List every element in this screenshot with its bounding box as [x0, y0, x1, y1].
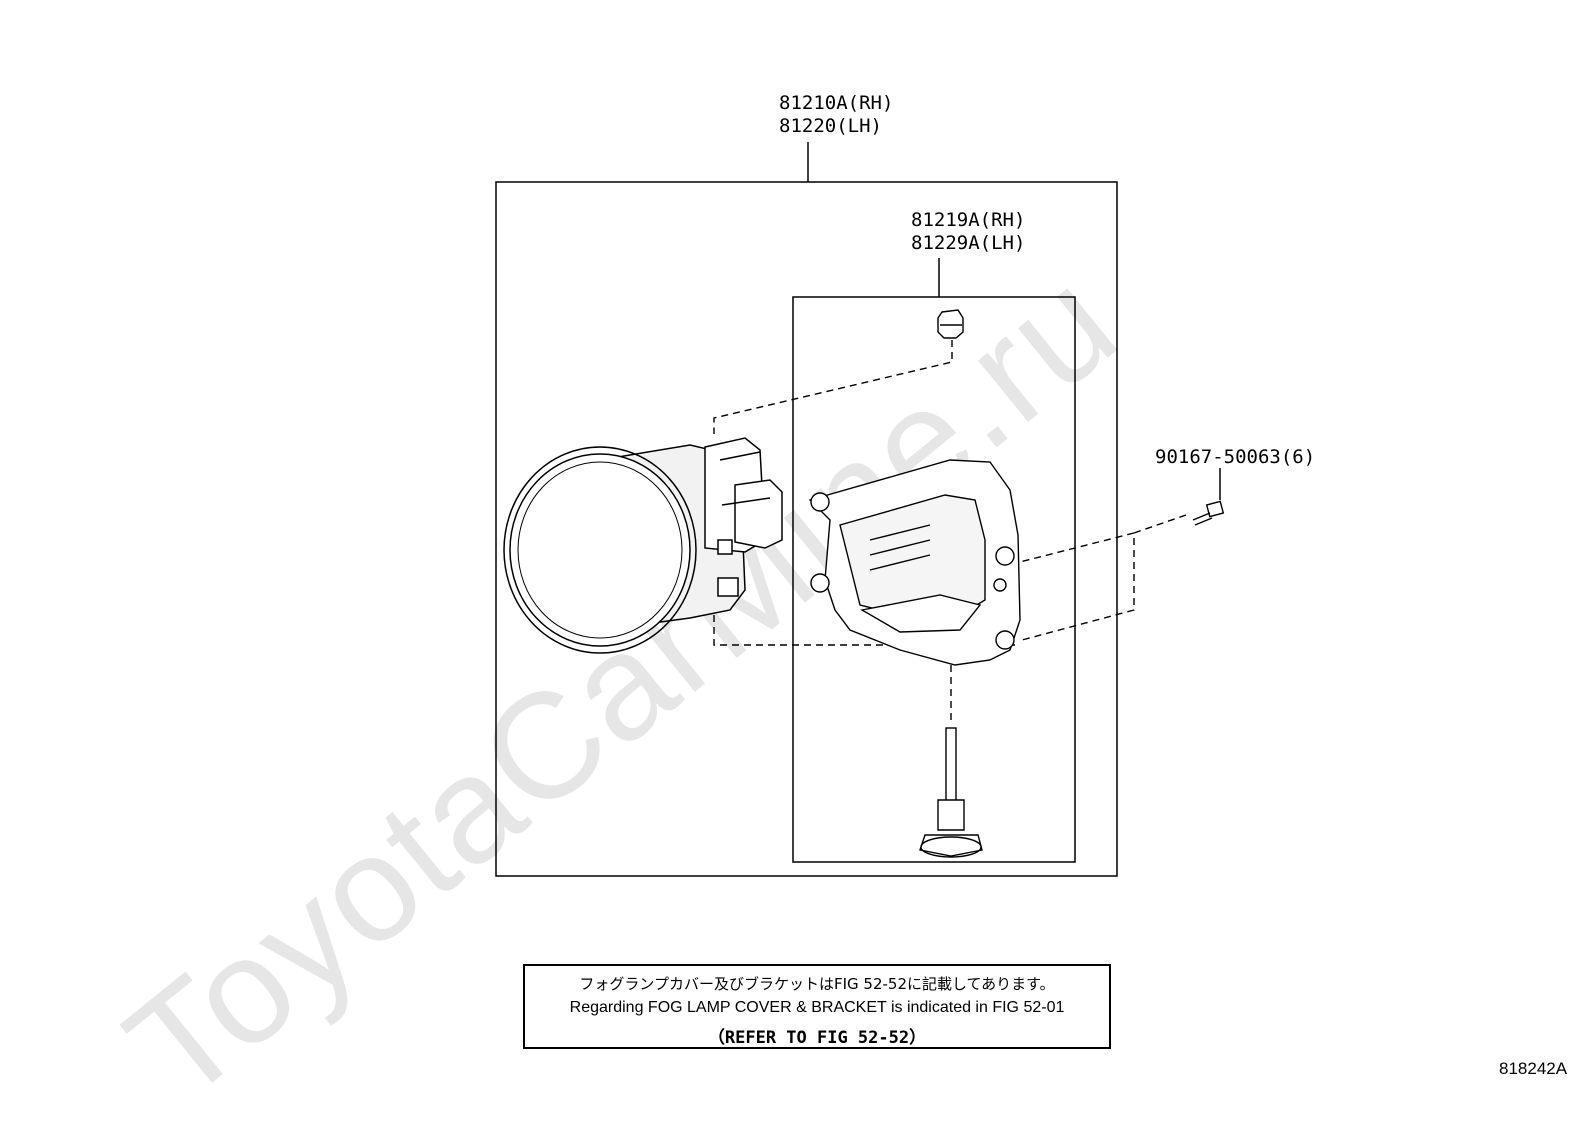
fog-lamp-unit — [503, 437, 783, 654]
parts-diagram — [495, 142, 1225, 877]
note-reference: （REFER TO FIG 52-52） — [707, 1028, 927, 1048]
assembly-box — [495, 181, 1118, 877]
bracket-box — [792, 296, 1076, 863]
note-english: Regarding FOG LAMP COVER & BRACKET is in… — [569, 999, 1065, 1016]
bolt-part-number: 90167-50063(6) — [1155, 446, 1316, 468]
bracket-part — [808, 459, 1021, 666]
note-japanese: フォグランプカバー及びブラケットはFIG 52-52に記載してあります。 — [579, 975, 1055, 993]
bolt-part — [1192, 500, 1225, 526]
assembly-part-number-lh: 81220(LH) — [779, 115, 882, 137]
reference-note-box: フォグランプカバー及びブラケットはFIG 52-52に記載してあります。 Reg… — [523, 964, 1111, 1049]
clip-part — [937, 309, 964, 339]
bracket-part-number-lh: 81229A(LH) — [911, 232, 1026, 254]
bracket-part-number-rh: 81219A(RH) — [911, 209, 1026, 231]
figure-id: 818242A — [1499, 1059, 1568, 1078]
aiming-screw-part — [919, 727, 983, 858]
assembly-part-number-rh: 81210A(RH) — [779, 92, 894, 114]
